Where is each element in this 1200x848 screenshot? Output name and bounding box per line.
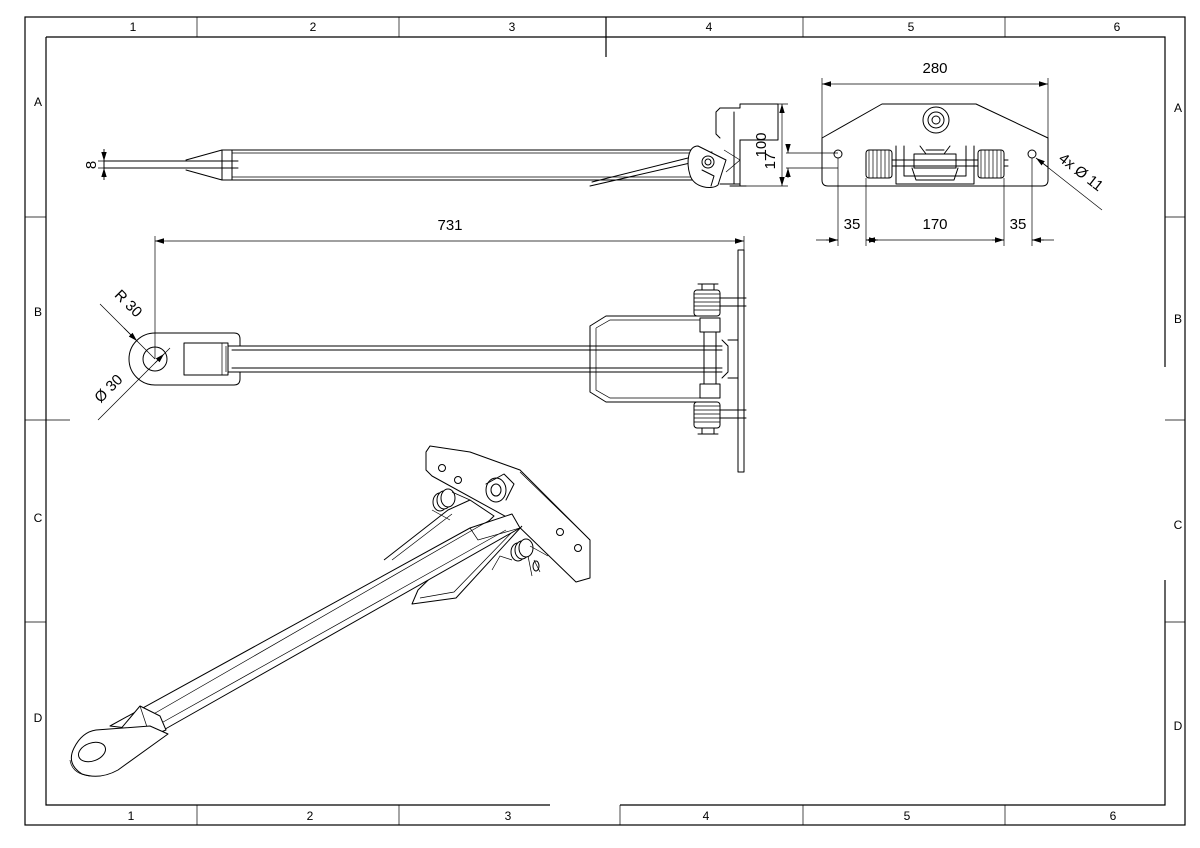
- dimension-eye-hole: Ø 30: [91, 371, 126, 406]
- end-view: [821, 103, 1049, 187]
- zone-row-b-left: B: [34, 305, 42, 319]
- dimension-plate-width: 280: [922, 60, 947, 77]
- zone-row-c-right: C: [1174, 518, 1183, 532]
- column-labels-top: 1 2 3 4 5 6: [130, 20, 1121, 34]
- upper-spring: [432, 488, 456, 512]
- side-view-dimensions: 8 100 17: [83, 103, 838, 187]
- zone-col-6-top: 6: [1114, 20, 1121, 34]
- drawing-frame: [24, 16, 1186, 826]
- zone-col-3-top: 3: [509, 20, 516, 34]
- row-labels-right: A B C D: [1174, 101, 1183, 733]
- end-view-dimensions: 280 35 170 35 4x Ø 11: [816, 60, 1106, 246]
- zone-col-4-bottom: 4: [703, 809, 710, 823]
- mount-hole-right: [1027, 149, 1037, 159]
- hole-callout: 4x Ø 11: [1055, 150, 1106, 195]
- dimension-thickness: 8: [83, 161, 100, 169]
- dimension-mount-offset: 17: [762, 153, 779, 170]
- mount-hole-left: [833, 149, 843, 159]
- zone-col-1-top: 1: [130, 20, 137, 34]
- zone-row-a-left: A: [34, 95, 42, 109]
- lower-spring: [510, 538, 534, 562]
- zone-col-3-bottom: 3: [505, 809, 512, 823]
- dimension-edge-left: 35: [844, 216, 861, 233]
- zone-row-b-right: B: [1174, 312, 1182, 326]
- dimension-eye-radius: R 30: [111, 287, 145, 321]
- zone-col-4-top: 4: [706, 20, 713, 34]
- zone-row-d-right: D: [1174, 719, 1183, 733]
- dimension-edge-right: 35: [1010, 216, 1027, 233]
- zone-col-5-bottom: 5: [904, 809, 911, 823]
- zone-row-c-left: C: [34, 511, 43, 525]
- zone-col-2-top: 2: [310, 20, 317, 34]
- dimension-arm-length: 731: [437, 217, 462, 234]
- side-view: [103, 103, 779, 188]
- zone-col-6-bottom: 6: [1110, 809, 1117, 823]
- dimension-height: 100: [753, 132, 770, 157]
- dimension-spring-span: 170: [922, 216, 947, 233]
- column-labels-bottom: 1 2 3 4 5 6: [128, 809, 1117, 823]
- zone-row-a-right: A: [1174, 101, 1182, 115]
- top-view: [128, 249, 747, 473]
- row-labels-left: A B C D: [34, 95, 43, 725]
- zone-col-1-bottom: 1: [128, 809, 135, 823]
- isometric-view: [69, 445, 591, 777]
- zone-col-5-top: 5: [908, 20, 915, 34]
- top-view-dimensions: 731 R 30 Ø 30: [91, 217, 745, 421]
- zone-col-2-bottom: 2: [307, 809, 314, 823]
- zone-row-d-left: D: [34, 711, 43, 725]
